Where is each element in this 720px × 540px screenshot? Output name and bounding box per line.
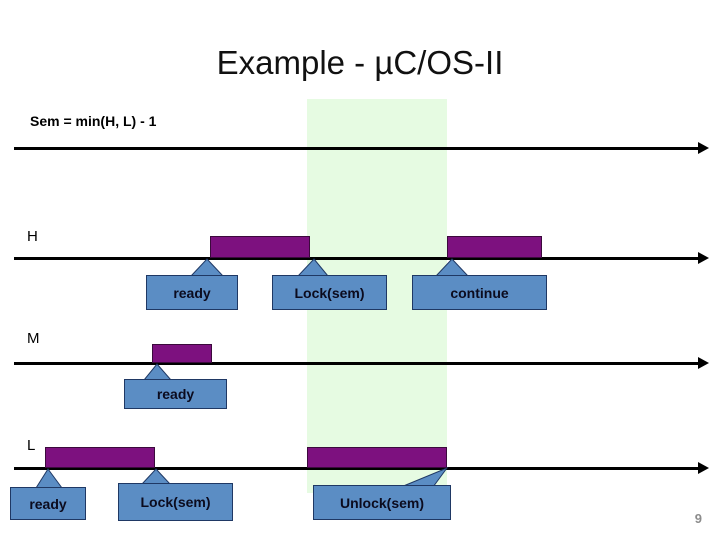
timeline-axis-h	[14, 257, 700, 260]
timeline-axis-sem	[14, 147, 700, 150]
callout-ready-m[interactable]: ready	[124, 363, 227, 409]
timeline-axis-m	[14, 362, 700, 365]
semaphore-formula: Sem = min(H, L) - 1	[30, 113, 157, 129]
timeline-arrowhead-m	[698, 357, 709, 369]
timeline-arrowhead-sem	[698, 142, 709, 154]
execution-bar	[45, 447, 155, 468]
timeline-axis-l	[14, 467, 700, 470]
row-label-h: H	[27, 228, 38, 245]
callout-label: ready	[124, 379, 227, 409]
callout-label: Lock(sem)	[272, 275, 387, 310]
callout-label: Unlock(sem)	[313, 485, 451, 520]
page-title: Example - µC/OS-II	[216, 44, 504, 81]
callout-continue-h[interactable]: continue	[412, 258, 547, 310]
callout-label: Lock(sem)	[118, 483, 233, 521]
execution-bar	[152, 344, 212, 363]
execution-bar	[307, 447, 447, 468]
callout-label: ready	[146, 275, 238, 310]
callout-lock-l[interactable]: Lock(sem)	[118, 468, 236, 522]
callout-ready-l[interactable]: ready	[10, 468, 90, 521]
callout-unlock-l[interactable]: Unlock(sem)	[313, 466, 453, 522]
callout-label: ready	[10, 487, 86, 520]
execution-bar	[447, 236, 542, 258]
callout-label: continue	[412, 275, 547, 310]
page-number: 9	[694, 511, 702, 526]
callout-pointer-icon	[10, 468, 90, 489]
timeline-arrowhead-h	[698, 252, 709, 264]
callout-lock-h[interactable]: Lock(sem)	[272, 258, 387, 310]
callout-ready-h[interactable]: ready	[146, 258, 238, 310]
execution-bar	[210, 236, 310, 258]
row-label-m: M	[27, 330, 40, 347]
row-label-l: L	[27, 437, 36, 454]
timeline-arrowhead-l	[698, 462, 709, 474]
